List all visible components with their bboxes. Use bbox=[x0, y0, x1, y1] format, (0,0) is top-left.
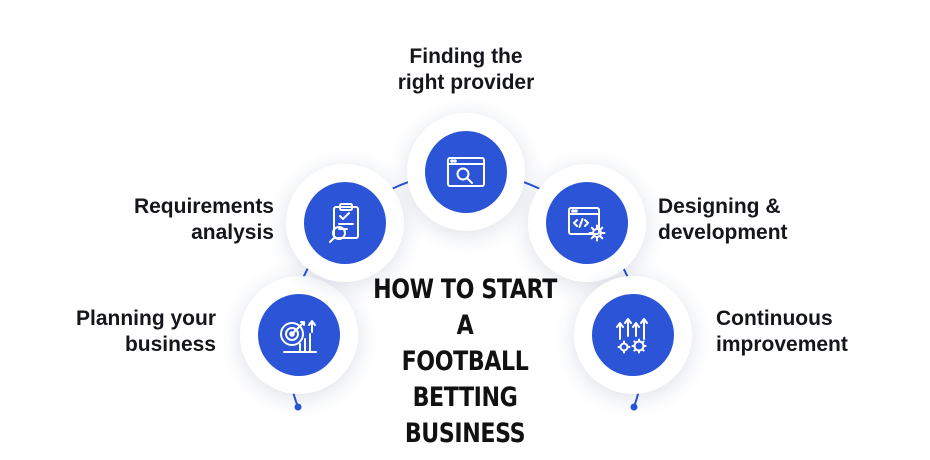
step-planning-badge bbox=[258, 294, 340, 376]
target-growth-icon bbox=[280, 320, 317, 353]
step-requirements-badge bbox=[304, 182, 386, 264]
arc-start-dot bbox=[294, 403, 302, 411]
step-design bbox=[528, 164, 646, 282]
step-planning bbox=[240, 276, 358, 394]
step-improvement bbox=[574, 276, 692, 394]
browser-search-icon bbox=[447, 157, 485, 187]
arc-end-dot bbox=[630, 403, 638, 411]
step-design-badge bbox=[546, 182, 628, 264]
diagram-title: HOW TO START A FOOTBALL BETTING BUSINESS bbox=[373, 274, 557, 449]
gears-arrows-icon bbox=[616, 318, 648, 354]
step-design-label: Designing &development bbox=[658, 195, 788, 244]
step-provider bbox=[407, 113, 525, 231]
code-window-gear-icon bbox=[568, 207, 606, 242]
clipboard-search-icon bbox=[329, 203, 359, 243]
step-improvement-badge bbox=[592, 294, 674, 376]
step-requirements bbox=[286, 164, 404, 282]
step-provider-badge bbox=[425, 131, 507, 213]
